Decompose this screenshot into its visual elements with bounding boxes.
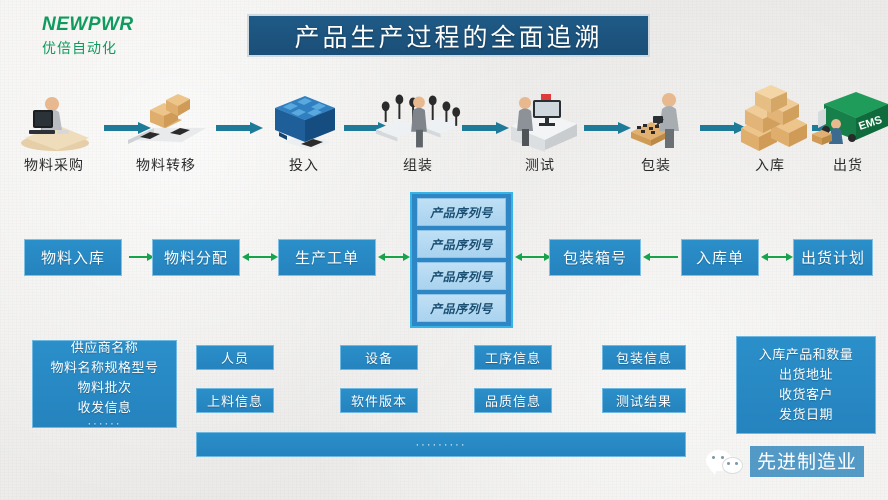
info-line: 物料批次 xyxy=(77,380,132,395)
info-line: 物料名称规格型号 xyxy=(50,359,159,375)
process-step-label: 投入 xyxy=(289,157,319,173)
info-tag-process-info[interactable]: 工序信息 xyxy=(474,345,552,370)
flow-box-inbound-order[interactable]: 入库单 xyxy=(681,239,759,276)
info-line: 出货地址 xyxy=(778,366,833,382)
info-tag-packaging-info[interactable]: 包装信息 xyxy=(602,345,686,370)
process-step-material-purchase: 物料采购 xyxy=(6,80,102,175)
assembly-worker-icon xyxy=(370,80,466,152)
serial-number-item[interactable]: 产品序列号 xyxy=(417,294,506,322)
info-box-warehouse: 入库产品和数量 出货地址 收货客户 发货日期 xyxy=(736,336,876,434)
process-step-packaging: 包装 xyxy=(608,80,704,175)
info-line: 收发信息 xyxy=(77,400,132,416)
info-box-supplier: 供应商名称 物料名称规格型号 物料批次 收发信息 ······ xyxy=(32,339,177,431)
info-tag-label: 品质信息 xyxy=(484,394,541,409)
flow-box-work-order[interactable]: 生产工单 xyxy=(278,239,376,276)
info-tag-quality-info[interactable]: 品质信息 xyxy=(474,388,552,413)
flow-arrow-bidirectional xyxy=(761,253,793,262)
page-title-banner: 产品生产过程的全面追溯 xyxy=(247,14,650,57)
production-process-row: 物料采购 物料转移 xyxy=(0,80,888,185)
wechat-watermark: 先进制造业 xyxy=(706,446,865,477)
process-arrow xyxy=(584,122,632,134)
test-station-icon xyxy=(492,80,588,152)
company-logo: NEWPWR 优倍自动化 xyxy=(42,14,134,58)
serial-number-item[interactable]: 产品序列号 xyxy=(417,198,506,226)
flow-arrow-bidirectional xyxy=(242,253,278,262)
process-step-label: 物料采购 xyxy=(24,157,84,173)
process-step-label: 物料转移 xyxy=(136,157,196,173)
flow-box-label: 物料入库 xyxy=(40,250,105,267)
info-ellipsis: ······ xyxy=(87,418,122,431)
process-step-label: 组装 xyxy=(403,157,433,173)
page-title: 产品生产过程的全面追溯 xyxy=(294,23,603,52)
flow-box-carton-number[interactable]: 包装箱号 xyxy=(549,239,641,276)
flow-box-label: 包装箱号 xyxy=(562,250,627,267)
watermark-label: 先进制造业 xyxy=(750,446,865,477)
flow-arrow-left xyxy=(643,253,683,262)
flow-box-label: 出货计划 xyxy=(800,250,865,267)
stacked-cartons-icon xyxy=(722,80,818,152)
process-step-input: 投入 xyxy=(256,80,352,175)
info-tag-feeding-info[interactable]: 上料信息 xyxy=(196,388,274,413)
process-step-warehouse-in: 入库 xyxy=(722,80,818,175)
info-tag-label: 工序信息 xyxy=(484,351,541,366)
info-line: 发货日期 xyxy=(778,407,833,423)
info-tag-label: 软件版本 xyxy=(350,394,407,409)
flow-box-label: 入库单 xyxy=(695,250,744,267)
process-step-material-transfer: 物料转移 xyxy=(118,80,214,175)
process-step-assembly: 组装 xyxy=(370,80,466,175)
flow-box-label: 生产工单 xyxy=(294,250,359,267)
process-step-test: 测试 xyxy=(492,80,588,175)
flow-box-material-inbound[interactable]: 物料入库 xyxy=(24,239,122,276)
process-arrow xyxy=(216,122,264,134)
process-step-label: 出货 xyxy=(833,157,863,173)
person-at-computer-icon xyxy=(6,80,102,152)
boxes-on-conveyor-icon xyxy=(118,80,214,152)
info-tag-label: 人员 xyxy=(220,351,249,366)
info-line: 入库产品和数量 xyxy=(758,346,854,362)
brand-name: NEWPWR xyxy=(42,14,134,35)
packaging-worker-icon xyxy=(608,80,704,152)
flow-arrow-bidirectional xyxy=(378,253,410,262)
info-tag-label: 设备 xyxy=(364,351,393,366)
info-tag-personnel[interactable]: 人员 xyxy=(196,345,274,370)
ems-delivery-truck-icon: EMS xyxy=(800,80,888,152)
info-wide-bar-label: ········· xyxy=(415,438,467,451)
process-step-label: 入库 xyxy=(755,157,785,173)
serial-number-item[interactable]: 产品序列号 xyxy=(417,262,506,290)
process-step-label: 测试 xyxy=(525,157,555,173)
flow-arrow-right xyxy=(124,253,154,262)
info-tag-label: 包装信息 xyxy=(615,351,672,366)
info-line: 收货客户 xyxy=(778,387,833,402)
serial-number-item[interactable]: 产品序列号 xyxy=(417,230,506,258)
blue-machine-icon xyxy=(256,80,352,152)
process-step-label: 包装 xyxy=(641,157,671,173)
process-step-shipping: EMS 出货 xyxy=(800,80,888,175)
brand-subtitle: 优倍自动化 xyxy=(42,40,117,56)
info-tag-label: 测试结果 xyxy=(615,394,672,409)
serial-number-stack: 产品序列号 产品序列号 产品序列号 产品序列号 xyxy=(410,192,513,328)
info-tag-software-version[interactable]: 软件版本 xyxy=(340,388,418,413)
info-tag-equipment[interactable]: 设备 xyxy=(340,345,418,370)
wechat-icon xyxy=(706,448,746,476)
flow-box-material-allocation[interactable]: 物料分配 xyxy=(152,239,240,276)
flow-box-shipping-plan[interactable]: 出货计划 xyxy=(793,239,873,276)
flow-box-label: 物料分配 xyxy=(163,250,228,267)
info-line: 供应商名称 xyxy=(70,339,139,355)
flow-arrow-bidirectional xyxy=(515,253,551,262)
info-tag-test-result[interactable]: 测试结果 xyxy=(602,388,686,413)
process-arrow xyxy=(462,122,510,134)
info-wide-bar: ········· xyxy=(196,432,686,457)
info-tag-label: 上料信息 xyxy=(206,394,263,409)
